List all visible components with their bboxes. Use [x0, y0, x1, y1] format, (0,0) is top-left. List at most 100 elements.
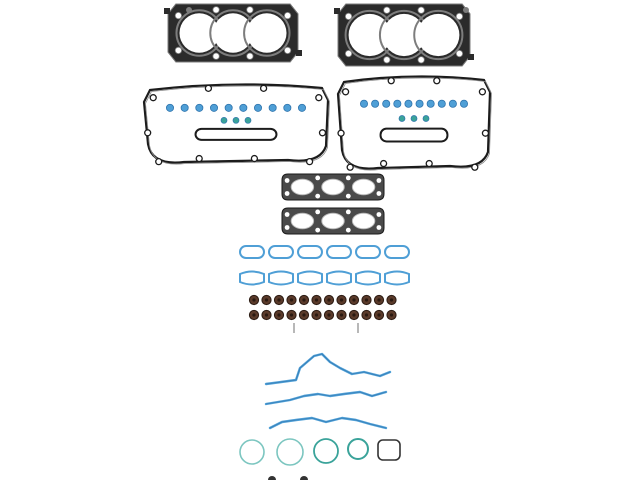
stem-seal-core — [364, 313, 369, 317]
plug-seal — [382, 99, 391, 108]
stem-seal-core — [289, 298, 294, 302]
stem-seal-core — [302, 313, 306, 317]
grommet — [195, 154, 203, 163]
partial-part — [268, 476, 276, 480]
bolt-hole — [344, 49, 353, 58]
plug-seal — [359, 99, 368, 108]
dowel-pin — [293, 323, 295, 333]
stem-seal-core — [277, 298, 281, 302]
small-seal — [398, 115, 406, 122]
intake-seal — [239, 270, 265, 286]
stem-seal-core — [389, 298, 394, 302]
bolt-hole — [376, 212, 382, 217]
bolt-hole — [383, 6, 391, 14]
exhaust-port — [351, 178, 376, 196]
stem-seal-core — [264, 313, 269, 317]
bolt-hole — [376, 178, 382, 183]
gasket-tab — [468, 54, 474, 60]
stem-seal-core — [377, 313, 381, 317]
seal-strip — [264, 390, 388, 406]
intake-seal — [355, 270, 381, 286]
locator-dowel — [463, 7, 469, 13]
bolt-hole — [345, 193, 351, 199]
seal-strip-edge — [269, 417, 387, 429]
intake-gaskets-row-2 — [239, 270, 410, 286]
locator-dowel — [186, 7, 192, 13]
cylinder-bore — [213, 13, 253, 53]
intake-seal — [268, 270, 294, 286]
head-gasket-right — [334, 3, 474, 67]
intake-seal — [384, 270, 410, 286]
intake-seal — [297, 270, 323, 286]
intake-seal — [268, 245, 294, 259]
gasket-tab — [296, 50, 302, 56]
intake-seal — [355, 245, 381, 259]
stem-seal-core — [352, 313, 356, 317]
bolt-hole — [455, 12, 464, 20]
timing-seal-upper — [264, 352, 392, 386]
seal-strip — [268, 416, 388, 430]
bolt-hole — [376, 191, 382, 196]
bolt-hole — [284, 191, 290, 196]
stem-seal-core — [339, 313, 344, 317]
intake-seal — [326, 270, 352, 286]
cylinder-ring — [243, 9, 291, 57]
grommet — [250, 154, 259, 163]
bolt-hole — [174, 46, 182, 55]
exhaust-port — [351, 212, 376, 230]
cylinder-bore — [417, 13, 460, 57]
plug-seal — [283, 103, 292, 112]
stem-seal-core — [364, 298, 369, 302]
grommet — [155, 158, 163, 166]
exhaust-port — [290, 212, 315, 230]
plug-seal — [459, 99, 468, 108]
plug-seal — [195, 103, 204, 112]
small-seal — [232, 116, 240, 124]
o-ring — [276, 438, 304, 466]
plug-seal — [415, 99, 424, 108]
grommet — [425, 159, 433, 168]
seal-strip-edge — [265, 353, 391, 385]
gasket-tab — [164, 8, 170, 14]
bolt-hole — [344, 12, 353, 20]
partial-part — [300, 476, 308, 480]
bolt-hole — [246, 52, 254, 60]
valve-cover-inner — [339, 77, 492, 171]
plug-seal — [426, 99, 435, 108]
bolt-hole — [383, 56, 391, 64]
plug-seal — [209, 103, 218, 112]
plug-seal — [180, 103, 189, 112]
o-ring — [347, 438, 369, 460]
bolt-hole — [212, 6, 220, 14]
timing-seal-middle — [264, 390, 388, 406]
stem-seal-core — [289, 313, 294, 317]
intake-seal — [384, 245, 410, 259]
plug-seal — [165, 103, 174, 112]
stem-seal-core — [264, 298, 269, 302]
stem-seal-core — [327, 313, 331, 317]
bolt-hole — [315, 209, 321, 215]
exhaust-port — [321, 178, 345, 196]
stem-seal-core — [339, 298, 344, 302]
valve-cover-outline — [336, 75, 492, 170]
head-gasket-left — [164, 3, 302, 63]
stem-seal-core — [252, 298, 256, 302]
grommet — [315, 94, 323, 102]
bolt-hole — [284, 212, 290, 217]
stem-seal-core — [314, 313, 319, 317]
grommet — [259, 84, 268, 92]
stem-seal-core — [277, 313, 281, 317]
plug-seal — [371, 99, 380, 108]
grommet — [387, 77, 395, 85]
bolt-hole — [417, 6, 425, 14]
grommet — [204, 84, 213, 92]
center-seal — [379, 127, 449, 143]
bolt-hole — [376, 225, 382, 230]
grommet — [341, 88, 350, 96]
plug-seal — [297, 103, 306, 112]
parts-layer — [142, 3, 492, 480]
valve-cover-gasket-right — [336, 75, 492, 171]
square-seal — [377, 439, 401, 461]
o-ring — [239, 439, 265, 465]
